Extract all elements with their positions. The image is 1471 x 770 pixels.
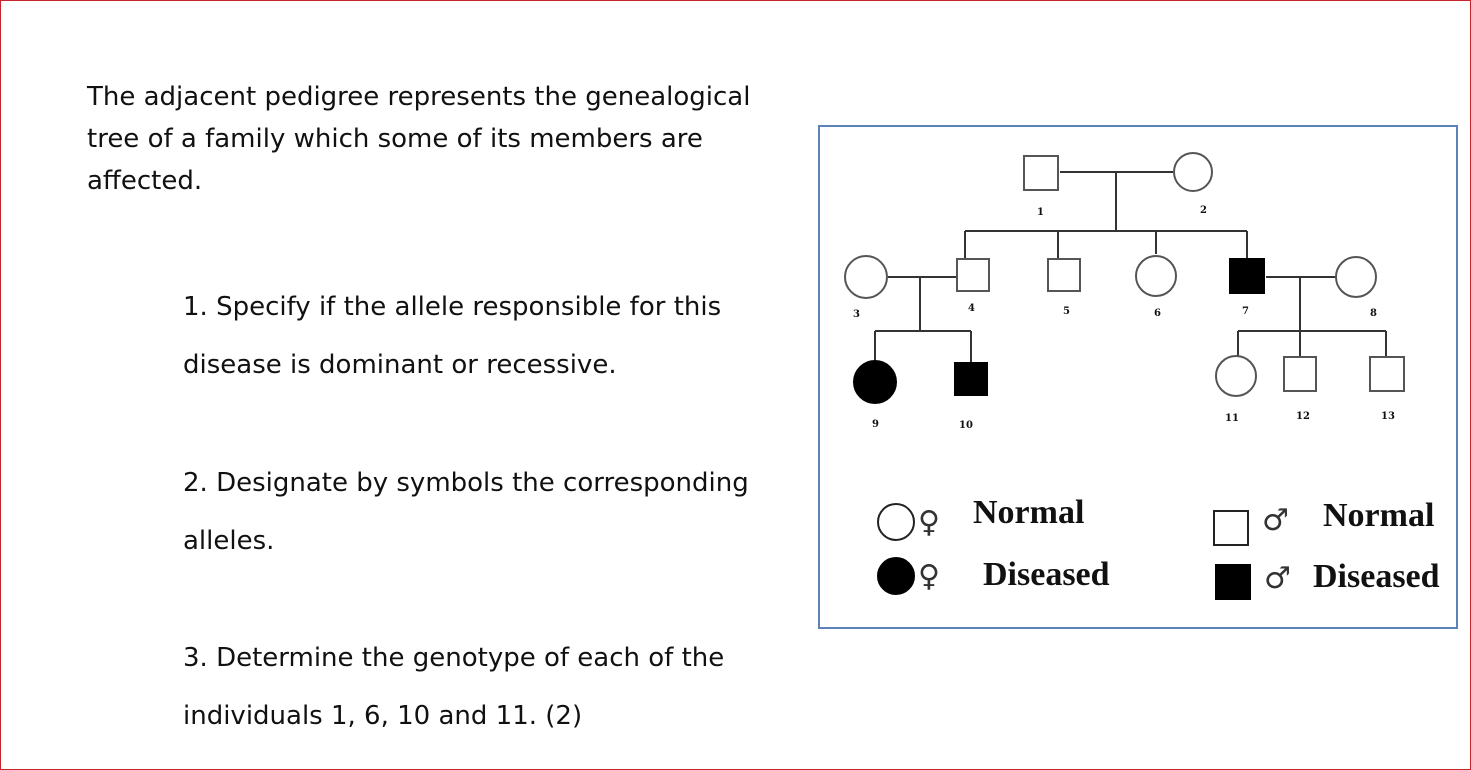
label-2: 2 [1200,205,1207,216]
female-symbol-icon: ♀ [918,559,940,594]
label-6: 6 [1154,308,1161,319]
female-symbol-icon: ♀ [918,505,940,540]
label-13: 13 [1381,411,1395,422]
male-symbol-icon: ♂ [1262,503,1289,538]
legend-female-diseased-label: Diseased [983,556,1110,593]
pedigree-figure: 1 2 3 4 5 6 7 8 9 10 11 12 13 ♀ Normal ♀… [818,125,1458,629]
individual-11-female [1215,355,1257,397]
label-11: 11 [1225,413,1239,424]
question-3: 3. Determine the genotype of each of the… [183,643,725,731]
legend: ♀ Normal ♀ Diseased ♂ Normal ♂ Diseased [877,494,1440,600]
legend-female-normal-label: Normal [973,494,1084,531]
legend-diseased-male-icon [1215,564,1251,600]
label-9: 9 [872,419,879,430]
individual-5-male [1047,258,1081,292]
label-4: 4 [968,303,975,314]
individual-6-female [1135,255,1177,297]
legend-normal-female-icon [877,503,915,541]
pedigree-lines [874,171,1387,363]
legend-diseased-female-icon [877,557,915,595]
individual-12-male [1283,356,1317,392]
label-8: 8 [1370,308,1377,319]
label-7: 7 [1242,306,1249,317]
question-2: 2. Designate by symbols the correspondin… [183,468,749,556]
individual-2-female [1173,152,1213,192]
individual-8-female [1335,256,1377,298]
individual-1-male [1023,155,1059,191]
individual-3-female [844,255,888,299]
legend-normal-male-icon [1213,510,1249,546]
individual-9-female-affected [853,360,897,404]
individual-7-male-affected [1229,258,1265,294]
male-symbol-icon: ♂ [1264,561,1291,596]
label-10: 10 [959,420,973,431]
legend-male-normal-label: Normal [1323,497,1434,534]
individual-4-male [956,258,990,292]
label-1: 1 [1037,207,1044,218]
label-3: 3 [853,309,860,320]
label-12: 12 [1296,411,1310,422]
intro-paragraph: The adjacent pedigree represents the gen… [87,82,751,196]
pedigree-frame [818,125,1458,629]
label-5: 5 [1063,306,1070,317]
question-1: 1. Specify if the allele responsible for… [183,292,722,380]
legend-male-diseased-label: Diseased [1313,558,1440,595]
individual-13-male [1369,356,1405,392]
individual-10-male-affected [954,362,988,396]
